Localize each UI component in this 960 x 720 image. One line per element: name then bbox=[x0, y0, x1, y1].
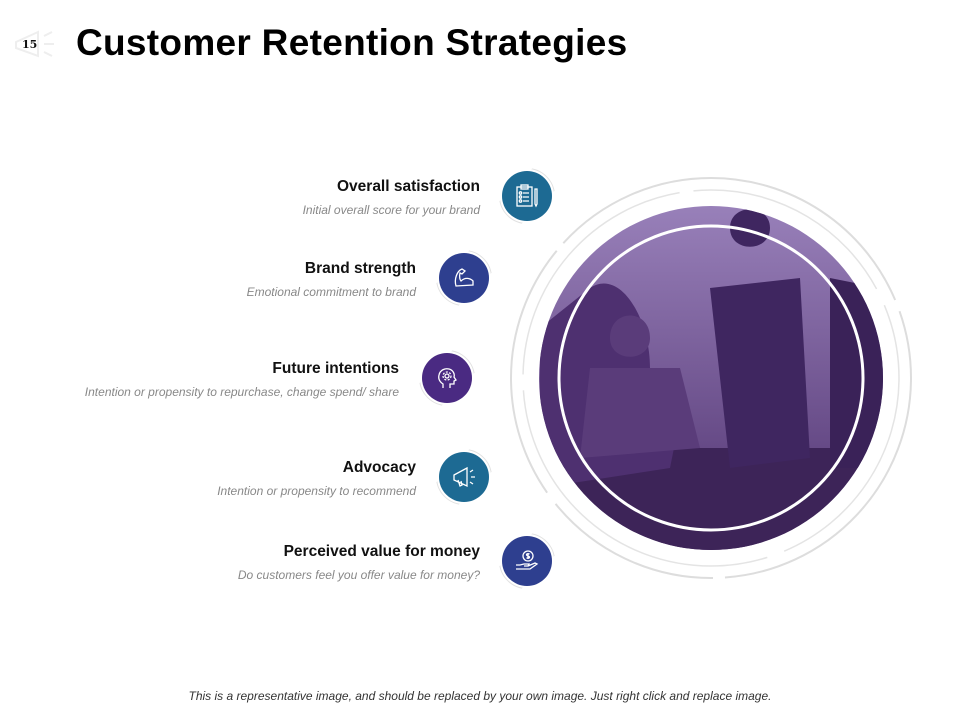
item-future-intentions: Future intentions Intention or propensit… bbox=[79, 360, 399, 400]
item-title: Brand strength bbox=[304, 260, 416, 277]
item-desc: Do customers feel you offer value for mo… bbox=[237, 568, 480, 582]
item-desc: Emotional commitment to brand bbox=[246, 285, 416, 299]
item-title: Advocacy bbox=[342, 459, 416, 476]
hand-dollar-icon bbox=[502, 536, 552, 586]
clipboard-checklist-icon bbox=[502, 171, 552, 221]
hero-image-circle[interactable] bbox=[500, 168, 920, 588]
item-title: Perceived value for money bbox=[283, 543, 480, 560]
item-title: Overall satisfaction bbox=[336, 178, 480, 195]
megaphone-icon bbox=[439, 452, 489, 502]
item-desc: Intention or propensity to recommend bbox=[217, 484, 416, 498]
page-title: Customer Retention Strategies bbox=[76, 22, 628, 63]
business-handshake-photo bbox=[539, 206, 883, 550]
item-perceived-value: Perceived value for money Do customers f… bbox=[238, 543, 480, 583]
footer-note: This is a representative image, and shou… bbox=[188, 689, 772, 703]
item-desc: Intention or propensity to repurchase, c… bbox=[84, 385, 399, 399]
item-brand-strength: Brand strength Emotional commitment to b… bbox=[247, 260, 416, 300]
flexed-arm-icon bbox=[439, 253, 489, 303]
head-gear-icon bbox=[422, 353, 472, 403]
slide-number: 15 bbox=[22, 38, 38, 51]
item-title: Future intentions bbox=[272, 360, 399, 377]
item-desc: Initial overall score for your brand bbox=[302, 203, 480, 217]
item-overall-satisfaction: Overall satisfaction Initial overall sco… bbox=[303, 178, 480, 218]
megaphone-logo-icon bbox=[15, 30, 54, 58]
item-advocacy: Advocacy Intention or propensity to reco… bbox=[217, 459, 416, 499]
